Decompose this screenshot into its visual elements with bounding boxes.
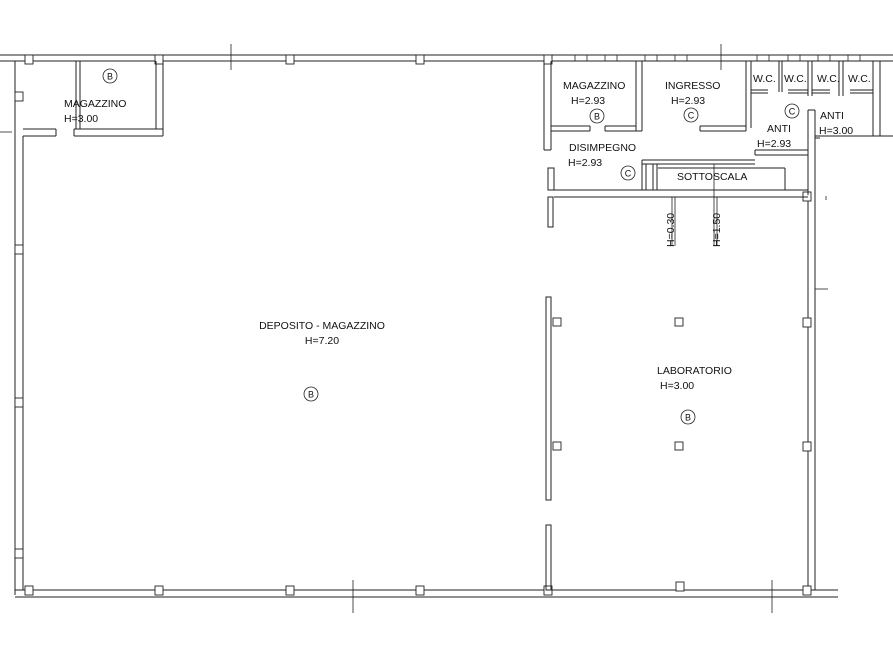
room-name: DEPOSITO - MAGAZZINO	[259, 320, 385, 332]
room-category: C	[688, 111, 695, 121]
room-category: B	[107, 72, 113, 82]
room-name: MAGAZZINO	[563, 80, 625, 92]
axis-ticks	[0, 44, 828, 613]
room-height: H=3.00	[64, 113, 98, 125]
room-name: SOTTOSCALA	[677, 171, 747, 183]
label-anti-right: ANTI H=3.00	[819, 110, 853, 137]
label-magazzino-nw: MAGAZZINO H=3.00 B	[64, 68, 126, 125]
laboratorio-walls	[545, 296, 684, 591]
height-marker-a: H=0.30	[665, 213, 677, 247]
room-category: B	[594, 112, 600, 122]
room-height: H=7.20	[305, 335, 339, 347]
room-category: C	[789, 107, 796, 117]
label-anti-left: C ANTI H=2.93	[757, 103, 800, 150]
label-sottoscala: SOTTOSCALA H=0.30 H=1.50	[665, 171, 747, 247]
room-name: LABORATORIO	[657, 365, 732, 377]
wc-2-label: W.C.	[784, 73, 807, 85]
label-magazzino-ne: MAGAZZINO H=2.93 B	[563, 80, 625, 124]
room-height: H=3.00	[660, 380, 694, 392]
room-name: INGRESSO	[665, 80, 720, 92]
height-marker-b: H=1.50	[711, 213, 723, 247]
label-ingresso: INGRESSO H=2.93 C	[665, 80, 720, 123]
room-category: B	[308, 390, 314, 400]
room-height: H=2.93	[671, 95, 705, 107]
room-height: H=2.93	[757, 138, 791, 150]
room-height: H=2.93	[568, 157, 602, 169]
label-disimpegno: DISIMPEGNO H=2.93 C	[568, 142, 636, 181]
room-name: ANTI	[767, 123, 791, 135]
ne-block-walls	[543, 61, 873, 246]
wc-1-label: W.C.	[753, 73, 776, 85]
wc-3-label: W.C.	[817, 73, 840, 85]
label-wc: W.C. W.C. W.C. W.C.	[753, 73, 871, 85]
room-category: C	[625, 169, 632, 179]
label-laboratorio: LABORATORIO H=3.00 B	[657, 365, 732, 425]
room-height: H=2.93	[571, 95, 605, 107]
room-name: ANTI	[820, 110, 844, 122]
room-name: DISIMPEGNO	[569, 142, 636, 154]
magazzino-nw-walls	[23, 60, 164, 137]
label-deposito: DEPOSITO - MAGAZZINO H=7.20 B	[259, 320, 385, 402]
room-category: B	[685, 413, 691, 423]
room-name: MAGAZZINO	[64, 98, 126, 110]
room-height: H=3.00	[819, 125, 853, 137]
wc-4-label: W.C.	[848, 73, 871, 85]
